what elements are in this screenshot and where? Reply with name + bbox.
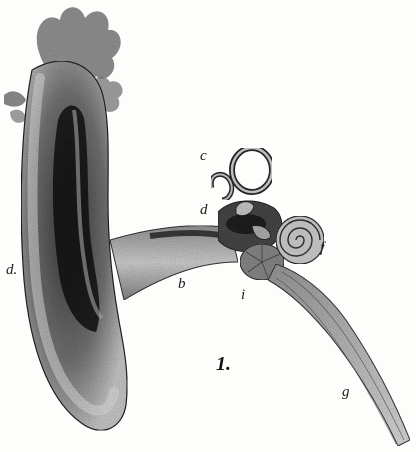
label-pinna: d.	[6, 262, 17, 278]
label-canal: b	[178, 276, 186, 292]
middle-ear	[218, 201, 282, 252]
label-nerve: g	[342, 384, 350, 400]
label-eardrum: i	[241, 287, 245, 303]
auditory-nerve	[268, 264, 410, 446]
cochlea	[276, 216, 324, 264]
semicircular-canals	[211, 148, 272, 200]
label-semicircular: c	[200, 148, 207, 164]
label-ossicle: d	[200, 202, 208, 218]
label-cochlea: f	[320, 240, 326, 256]
figure-number: 1.	[216, 353, 231, 375]
